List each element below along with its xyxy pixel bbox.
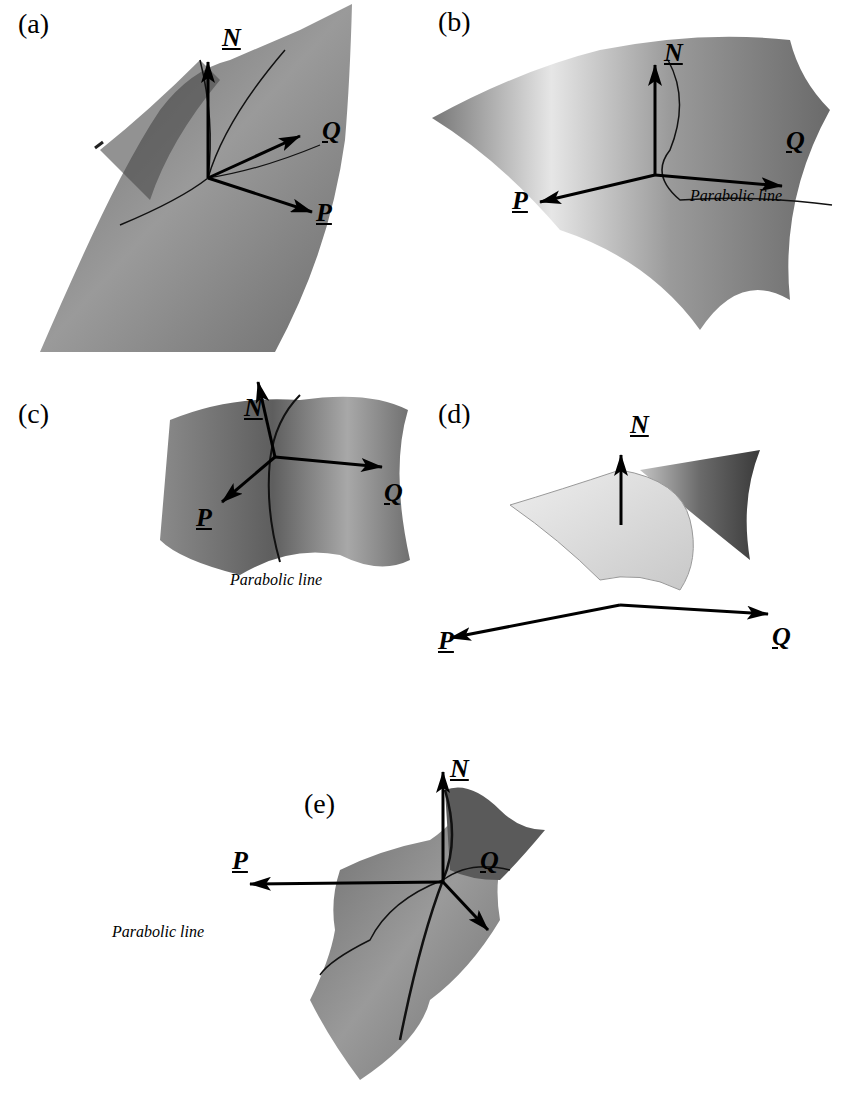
vector-label: P <box>316 200 332 226</box>
vector-label: P <box>438 628 454 654</box>
vector-label: P <box>512 188 528 214</box>
panel-label: (c) <box>18 400 49 428</box>
surface-d <box>450 450 768 638</box>
vector-label: N <box>222 25 241 51</box>
vector-label: P <box>232 848 248 874</box>
surface-a <box>40 4 352 352</box>
surface-b <box>432 37 832 330</box>
vector-label: Q <box>384 480 403 506</box>
vector-label: Q <box>772 624 791 650</box>
vector-label: Q <box>322 118 341 144</box>
surface-e <box>250 772 545 1080</box>
vector-label: N <box>450 756 469 782</box>
vector-label: Q <box>786 128 805 154</box>
vector-label: N <box>630 412 649 438</box>
panel-label: (b) <box>438 8 471 36</box>
annotation: Parabolic line <box>112 924 204 940</box>
annotation: Parabolic line <box>230 572 322 588</box>
panel-label: (d) <box>438 400 471 428</box>
vector-label: N <box>664 40 683 66</box>
surface-c <box>160 382 410 575</box>
vector-label: N <box>244 395 263 421</box>
panel-label: (e) <box>304 790 335 818</box>
annotation: Parabolic line <box>690 188 782 204</box>
vector-label: P <box>196 505 212 531</box>
vector-label: Q <box>480 848 499 874</box>
panel-label: (a) <box>18 10 49 38</box>
